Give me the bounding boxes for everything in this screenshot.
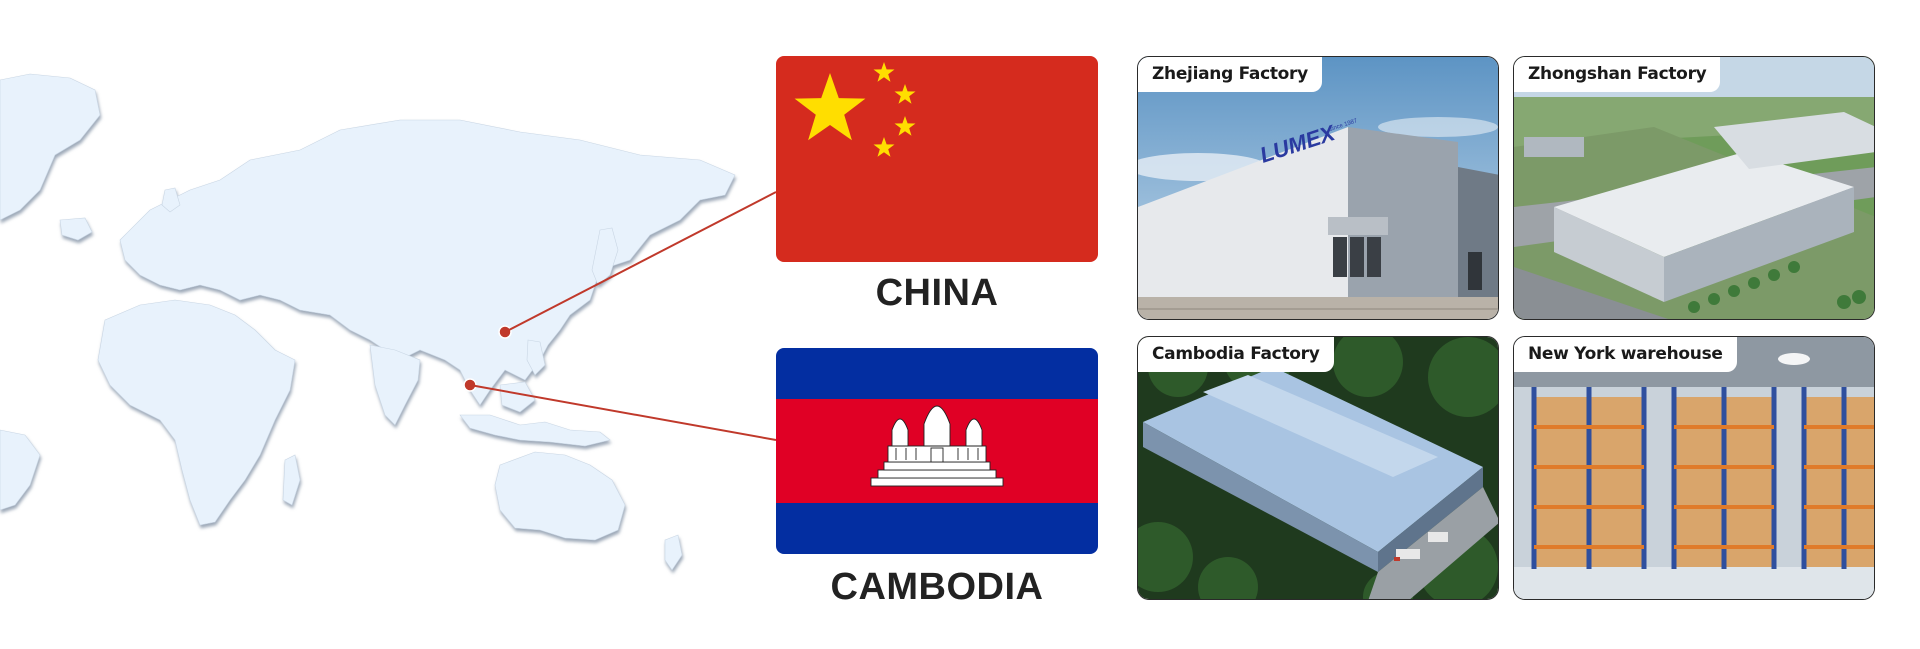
small-star-icon: [894, 84, 916, 104]
country-name-cambodia: CAMBODIA: [830, 566, 1044, 608]
large-star-icon: [794, 73, 866, 141]
china-connector-line: [504, 191, 777, 333]
facility-card-zhejiang: LUMEX since 1987 Zhejiang Factory: [1137, 56, 1499, 320]
small-star-icon: [873, 62, 895, 82]
zhejiang-factory-photo: LUMEX since 1987: [1138, 57, 1498, 319]
australia-landmass: [494, 451, 626, 541]
zhongshan-factory-photo: [1514, 57, 1874, 319]
facility-label-cambodia: Cambodia Factory: [1138, 337, 1334, 372]
north-america-landmass: [0, 73, 101, 221]
small-star-icon: [894, 116, 916, 136]
facility-card-cambodia: Cambodia Factory: [1137, 336, 1499, 600]
cambodia-connector-line: [469, 384, 777, 441]
facility-label-zhejiang: Zhejiang Factory: [1138, 57, 1322, 92]
china-flag: [776, 56, 1098, 262]
new-zealand-landmass: [664, 534, 683, 571]
cambodia-factory-photo: [1138, 337, 1498, 599]
indonesia-landmass: [459, 414, 611, 447]
borneo-landmass: [499, 381, 536, 413]
country-name-china: CHINA: [875, 272, 999, 314]
greenland-landmass: [59, 217, 93, 241]
cambodia-flag: [776, 348, 1098, 554]
facility-label-new-york: New York warehouse: [1514, 337, 1737, 372]
facility-card-new-york: New York warehouse: [1513, 336, 1875, 600]
facility-card-zhongshan: Zhongshan Factory: [1513, 56, 1875, 320]
madagascar-landmass: [282, 454, 301, 506]
india-landmass: [369, 344, 421, 426]
japan-landmass: [591, 227, 619, 286]
africa-landmass: [97, 299, 296, 526]
new-york-warehouse-photo: [1514, 337, 1874, 599]
philippines-landmass: [526, 339, 546, 376]
angkor-wat-icon: [870, 405, 1004, 487]
uk-landmass: [161, 187, 181, 213]
small-star-icon: [873, 137, 895, 157]
facility-label-zhongshan: Zhongshan Factory: [1514, 57, 1721, 92]
world-map: [0, 73, 736, 571]
south-america-landmass: [0, 429, 41, 511]
